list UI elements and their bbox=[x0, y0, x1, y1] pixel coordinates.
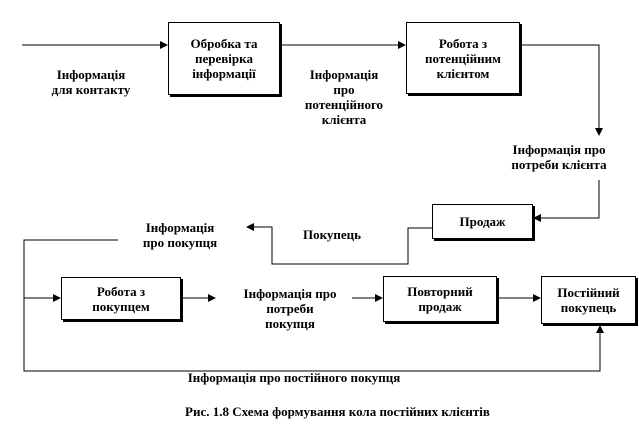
label-contact-info: Інформація для контакту bbox=[51, 67, 131, 97]
label-buyer: Покупець bbox=[303, 227, 362, 242]
arrow-buyer-info-to-work-buyer bbox=[23, 239, 118, 302]
box-processing: Обробка та перевірка інформації bbox=[168, 22, 280, 95]
box-sale: Продаж bbox=[432, 204, 533, 239]
figure-caption: Рис. 1.8 Схема формування кола постійних… bbox=[185, 404, 490, 419]
arrow-bottom-loop-to-permanent bbox=[23, 298, 604, 372]
label-buyer-needs-info: Інформація про потреби покупця bbox=[243, 286, 337, 331]
arrow-work-potential-to-needs bbox=[520, 44, 603, 136]
arrow-needs-to-sale bbox=[533, 180, 600, 222]
label-buyer-info: Інформація про покупця bbox=[142, 220, 218, 250]
label-permanent-buyer-info: Інформація про постійного покупця bbox=[187, 370, 401, 385]
box-work-buyer: Робота з покупцем bbox=[61, 277, 181, 320]
arrow-sale-to-buyer-info bbox=[246, 223, 432, 265]
label-client-needs-info: Інформація про потреби клієнта bbox=[511, 142, 607, 172]
box-work-potential-client: Робота з потенційним клієнтом bbox=[406, 22, 520, 94]
box-permanent-buyer: Постійний покупець bbox=[541, 276, 636, 324]
box-repeat-sale: Повторний продаж bbox=[383, 276, 497, 322]
label-potential-client-info: Інформація про потенційного клієнта bbox=[304, 67, 384, 127]
